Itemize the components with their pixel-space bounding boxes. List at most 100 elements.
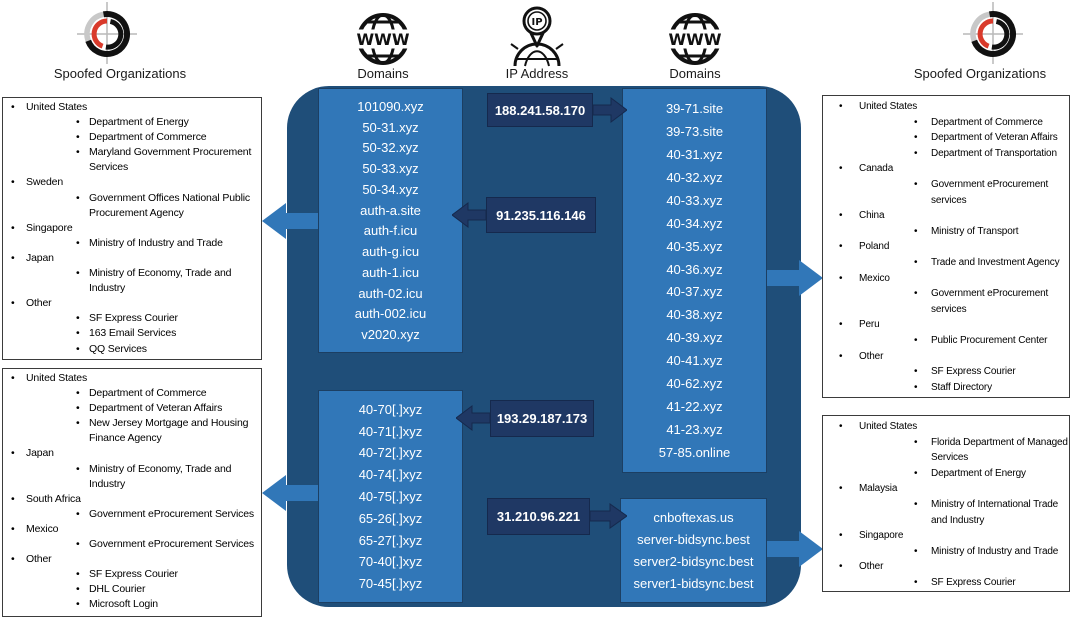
org-entity-label: Staff Directory — [931, 381, 992, 393]
org-country: •United States•Department of Commerce•De… — [3, 371, 261, 446]
org-entity: •Department of Veteran Affairs — [26, 401, 261, 416]
org-entity-label: QQ Services — [89, 342, 147, 355]
domain-item: 50-31.xyz — [362, 119, 419, 135]
org-country-label: Other — [859, 350, 884, 362]
domain-item: 40-34.xyz — [666, 215, 723, 231]
org-country-label: United States — [859, 421, 918, 432]
org-country-label: Peru — [859, 319, 880, 331]
org-country: •United States•Department of Commerce•De… — [823, 99, 1069, 161]
domain-item: 40-74[.]xyz — [358, 467, 423, 483]
bullet: • — [914, 366, 918, 378]
domain-item: 40-33.xyz — [666, 192, 723, 208]
bullet: • — [914, 147, 918, 159]
org-country: •Canada•Government eProcurement services — [823, 161, 1069, 208]
org-country-label: United States — [859, 101, 918, 112]
ip-arrow-left-2 — [452, 202, 486, 228]
org-country-label: Other — [26, 297, 52, 310]
ip-address-icon: IP — [510, 6, 564, 67]
org-country-label: China — [859, 210, 885, 222]
flow-arrow-left-top — [262, 203, 318, 239]
right-domains-label: Domains — [669, 66, 721, 81]
org-country: •Japan•Ministry of Economy, Trade and In… — [3, 251, 261, 296]
org-country-label: Sweden — [26, 176, 64, 189]
domain-item: 39-71.site — [665, 100, 724, 116]
bullet: • — [76, 538, 80, 551]
bullet: • — [76, 342, 80, 355]
org-entity-label: Department of Energy — [89, 116, 189, 129]
ip-arrow-right-4 — [590, 503, 627, 529]
org-entity: •Ministry of Industry and Trade — [859, 544, 1069, 560]
bullet: • — [76, 568, 80, 581]
org-entity-label: Department of Transportation — [931, 147, 1057, 159]
org-entity: • Department of Transportation — [859, 146, 1069, 162]
domain-item: 40-75[.]xyz — [358, 488, 423, 504]
org-entity-label: Department of Commerce — [931, 116, 1043, 128]
org-country: •Mexico•Government eProcurement Services — [3, 522, 261, 552]
org-country-label: Japan — [26, 447, 54, 460]
target-icon — [77, 2, 137, 64]
domain-item: 41-22.xyz — [666, 399, 723, 415]
domain-item: 40-39.xyz — [666, 330, 723, 346]
org-entity: • Government eProcurement Services — [26, 537, 261, 552]
domain-item: auth-1.icu — [361, 264, 420, 280]
org-entity: •Public Procurement Center — [859, 333, 1069, 349]
org-country-label: Malaysia — [859, 483, 898, 495]
domain-item: 70-40[.]xyz — [358, 554, 423, 570]
bullet: • — [914, 178, 918, 190]
bullet: • — [914, 288, 918, 300]
bullet: • — [914, 576, 918, 588]
ip-box-2: 91.235.116.146 — [486, 197, 596, 233]
org-entity-label: Ministry of Economy, Trade and Industry — [89, 462, 232, 490]
org-entity-label: Government eProcurement services — [931, 288, 1049, 315]
panel-right-top: •United States•Department of Commerce•De… — [822, 95, 1070, 398]
org-entity-label: Trade and Investment Agency — [931, 256, 1060, 268]
bullet: • — [76, 402, 80, 415]
org-entity: •SF Express Courier — [859, 575, 1069, 591]
org-entity-label: Ministry of Economy, Trade and Industry — [89, 267, 232, 295]
ip-address-label: IP Address — [505, 66, 569, 81]
domain-item: server2-bidsync.best — [633, 554, 754, 569]
org-entity-label: Maryland Government Procurement Services — [89, 146, 252, 174]
org-entity-label: Microsoft Login — [89, 598, 158, 611]
bullet: • — [839, 101, 843, 112]
org-entity-label: SF Express Courier — [89, 568, 178, 581]
ip-arrow-right-1 — [593, 97, 627, 123]
org-entity-label: Government eProcurement Services — [89, 538, 255, 551]
org-country-label: South Africa — [26, 492, 81, 505]
domain-item: 40-31.xyz — [666, 146, 723, 162]
bullet: • — [76, 327, 80, 340]
bullet: • — [76, 146, 80, 159]
org-entity-label: SF Express Courier — [89, 312, 178, 325]
domain-item: server1-bidsync.best — [633, 576, 754, 591]
flow-arrow-left-bottom — [262, 475, 318, 511]
panel-left-top: •United States•Department of Energy•Depa… — [2, 97, 262, 360]
org-entity: •Staff Directory — [859, 380, 1069, 396]
org-country: •Japan•Ministry of Economy, Trade and In… — [3, 446, 261, 491]
org-country: •Poland•Trade and Investment Agency — [823, 239, 1069, 270]
globe-www-icon: WWW — [351, 13, 415, 65]
org-country: •Singapore•Ministry of Industry and Trad… — [823, 528, 1069, 559]
globe-www-icon: WWW — [663, 13, 727, 65]
bullet: • — [839, 421, 843, 432]
org-entity-label: Ministry of Industry and Trade — [89, 236, 223, 249]
org-entity-label: Ministry of International Trade and Indu… — [931, 498, 1059, 526]
org-country-label: Other — [26, 553, 52, 566]
org-entity-label: Ministry of Transport — [931, 225, 1019, 237]
bullet: • — [76, 598, 80, 611]
org-country-label: Canada — [859, 163, 894, 175]
org-entity: •Ministry of International Trade and Ind… — [859, 497, 1069, 528]
domain-item: auth-f.icu — [363, 223, 418, 239]
bullet: • — [11, 297, 15, 310]
bullet: • — [76, 583, 80, 596]
svg-text:IP: IP — [531, 17, 542, 28]
org-entity: •Department of Commerce — [859, 115, 1069, 131]
bullet: • — [76, 507, 80, 520]
org-entity: •Ministry of Transport — [859, 224, 1069, 240]
org-country-label: Singapore — [26, 221, 73, 234]
org-entity: • Government eProcurement services — [859, 286, 1069, 317]
org-country: •Malaysia•Ministry of International Trad… — [823, 481, 1069, 528]
org-country: •Other•SF Express Courier•DHL Courier•Mi… — [3, 552, 261, 612]
domain-item: 50-32.xyz — [362, 140, 419, 156]
